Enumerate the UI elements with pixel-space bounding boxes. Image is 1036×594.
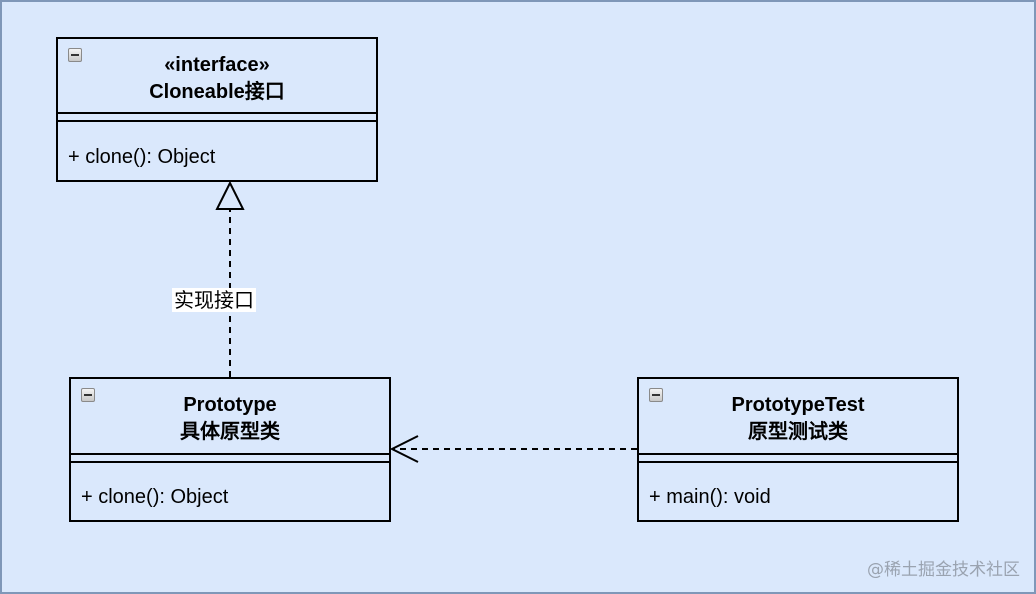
method-item: + clone(): Object (68, 146, 216, 168)
class-prototype[interactable]: Prototype 具体原型类 + clone(): Object (69, 377, 391, 522)
realization-label: 实现接口 (172, 288, 256, 312)
attributes-divider (71, 453, 389, 455)
collapse-icon[interactable] (649, 388, 663, 402)
class-subtitle: 具体原型类 (180, 421, 280, 443)
class-cloneable[interactable]: «interface» Cloneable接口 + clone(): Objec… (56, 37, 378, 182)
class-name: Cloneable接口 (149, 81, 285, 103)
class-stereotype: «interface» (164, 54, 270, 76)
methods-divider (71, 461, 389, 463)
methods-divider (58, 120, 376, 122)
watermark: @稀土掘金技术社区 (867, 560, 1020, 580)
collapse-icon[interactable] (68, 48, 82, 62)
class-name: Prototype (183, 394, 277, 416)
attributes-divider (639, 453, 957, 455)
method-item: + clone(): Object (81, 486, 229, 508)
dependency-arrowhead (389, 435, 419, 463)
realization-arrowhead (215, 180, 245, 210)
method-item: + main(): void (649, 486, 771, 508)
class-prototype-test[interactable]: PrototypeTest 原型测试类 + main(): void (637, 377, 959, 522)
collapse-icon[interactable] (81, 388, 95, 402)
class-subtitle: 原型测试类 (748, 421, 848, 443)
methods-divider (639, 461, 957, 463)
class-name: PrototypeTest (731, 394, 865, 416)
attributes-divider (58, 112, 376, 114)
